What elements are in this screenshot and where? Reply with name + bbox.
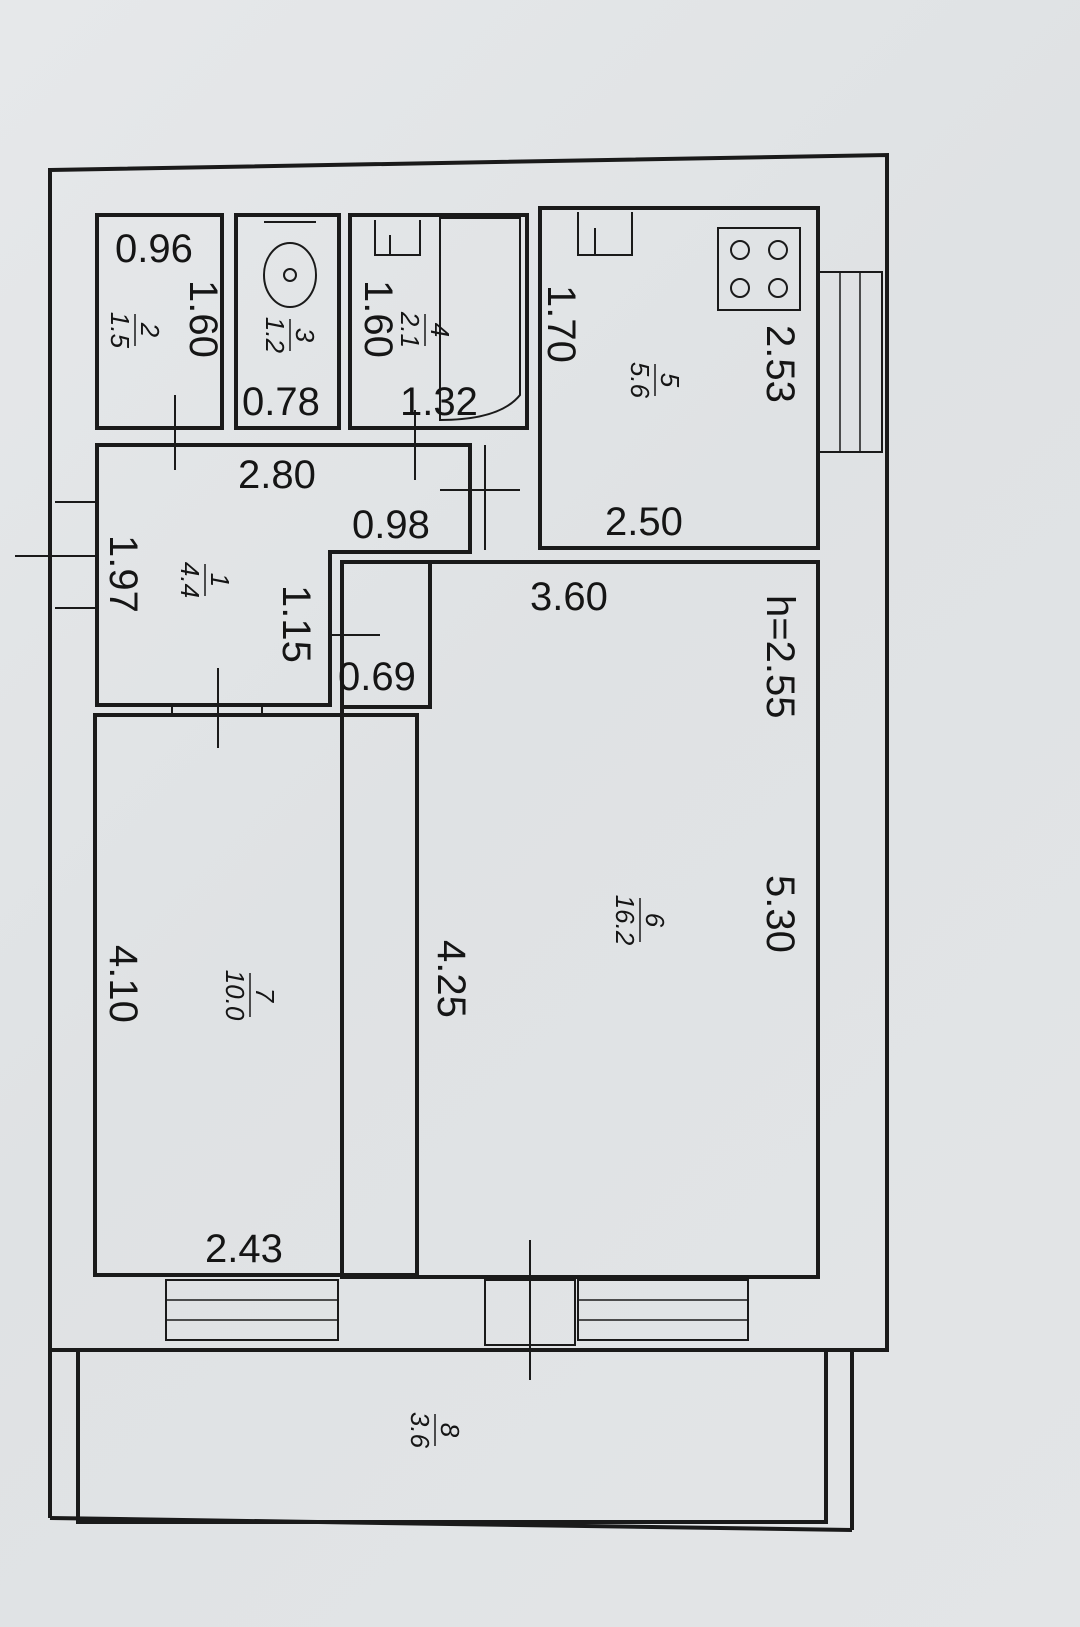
balcony (76, 1348, 828, 1524)
stove-icon (717, 227, 801, 311)
sink-icon (374, 220, 421, 256)
bedroom-window (165, 1279, 339, 1341)
dim-1-60-a: 1.60 (181, 280, 225, 358)
room-4-number: 4 (425, 323, 455, 337)
room-2-number: 2 (135, 322, 165, 338)
dim-0-98: 0.98 (352, 503, 430, 547)
kitchen-sink-icon (577, 212, 633, 256)
room-7-area: 10.0 (220, 970, 250, 1021)
room-5-area: 5.6 (625, 362, 655, 399)
dim-1-32: 1.32 (400, 380, 478, 424)
dim-0-69: 0.69 (338, 655, 416, 699)
dim-0-78: 0.78 (242, 380, 320, 424)
room-7 (93, 713, 419, 1277)
room-6-number: 6 (640, 913, 670, 928)
room-4-area: 2.1 (395, 311, 425, 348)
dim-2-80: 2.80 (238, 453, 316, 497)
dim-1-60-b: 1.60 (356, 280, 400, 358)
kitchen-window (817, 271, 883, 453)
room-6-area: 16.2 (610, 895, 640, 946)
ceiling-height: h=2.55 (758, 595, 802, 718)
room-3-number: 3 (290, 328, 320, 343)
room-6 (340, 560, 820, 1279)
dim-1-97: 1.97 (101, 535, 145, 613)
dim-4-10: 4.10 (101, 945, 145, 1023)
room-1-area: 4.4 (175, 562, 205, 598)
room-8-number: 8 (435, 1423, 465, 1438)
room-2 (95, 213, 224, 430)
room-2-area: 1.5 (105, 312, 135, 349)
room-5-number: 5 (655, 373, 685, 388)
dim-2-43: 2.43 (205, 1227, 283, 1271)
dim-1-15: 1.15 (274, 585, 318, 663)
room-3 (234, 213, 341, 430)
dim-3-60: 3.60 (530, 575, 608, 619)
room-4 (348, 213, 529, 430)
bathtub-icon (439, 217, 521, 422)
toilet-icon (263, 242, 317, 308)
dim-4-25: 4.25 (429, 940, 473, 1018)
room-1-number: 1 (205, 573, 235, 587)
dim-1-70: 1.70 (539, 285, 583, 363)
dim-2-53: 2.53 (758, 325, 802, 403)
room-3-area: 1.2 (260, 317, 290, 354)
dim-5-30: 5.30 (758, 875, 802, 953)
living-window (577, 1279, 749, 1341)
outer-wall (48, 152, 889, 1352)
room-7-number: 7 (250, 988, 280, 1004)
room-8-area: 3.6 (405, 1412, 435, 1449)
dim-0-96: 0.96 (115, 227, 193, 271)
dim-2-50: 2.50 (605, 500, 683, 544)
